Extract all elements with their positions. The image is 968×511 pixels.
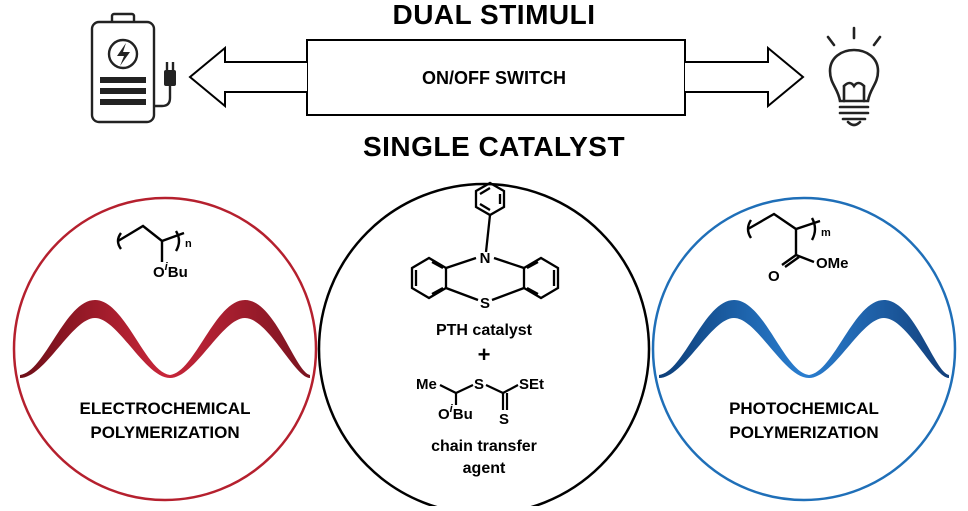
- photochemical-circle: [651, 196, 957, 502]
- cta-oibu: OiBu: [438, 403, 473, 423]
- cta-label-1: chain transfer: [431, 438, 537, 455]
- title-dual-stimuli: DUAL STIMULI: [392, 0, 595, 30]
- cta-label-2: agent: [463, 460, 506, 477]
- pth-ring-n: N: [480, 250, 491, 267]
- cta-me: Me: [416, 376, 437, 393]
- cta-set: SEt: [519, 376, 544, 393]
- left-arrow: [188, 45, 307, 109]
- electrochemical-label: ELECTROCHEMICAL: [80, 399, 251, 418]
- cta-s2: S: [499, 411, 509, 428]
- pth-ring-s: S: [480, 295, 490, 312]
- left-substituent: OiBu: [153, 261, 188, 281]
- right-ester-ome: OMe: [816, 255, 849, 272]
- photochemical-label-2: POLYMERIZATION: [729, 423, 878, 442]
- left-subscript-n: n: [185, 238, 192, 250]
- right-carbonyl-o: O: [768, 268, 780, 285]
- right-arrow: [685, 45, 805, 109]
- pth-catalyst-label: PTH catalyst: [436, 322, 533, 339]
- right-subscript-m: m: [821, 227, 831, 239]
- cta-structure: [439, 384, 519, 410]
- pth-catalyst-structure: [410, 181, 560, 302]
- catalyst-circle: [317, 182, 651, 511]
- cta-s1: S: [474, 376, 484, 393]
- left-polymer-structure: [116, 224, 185, 262]
- right-polymer-structure: [746, 212, 821, 268]
- switch-label: ON/OFF SWITCH: [422, 68, 566, 88]
- title-single-catalyst: SINGLE CATALYST: [363, 131, 625, 162]
- electrochemical-circle: [12, 196, 318, 502]
- light-bulb-icon: [826, 26, 882, 127]
- electrochemical-label-2: POLYMERIZATION: [90, 423, 239, 442]
- battery-plug-icon: [90, 12, 176, 124]
- electrochemical-wave-icon: [20, 300, 310, 378]
- photochemical-wave-icon: [659, 300, 949, 378]
- plus-sign: +: [478, 342, 491, 367]
- photochemical-label: PHOTOCHEMICAL: [729, 399, 879, 418]
- switch-box: [306, 39, 686, 116]
